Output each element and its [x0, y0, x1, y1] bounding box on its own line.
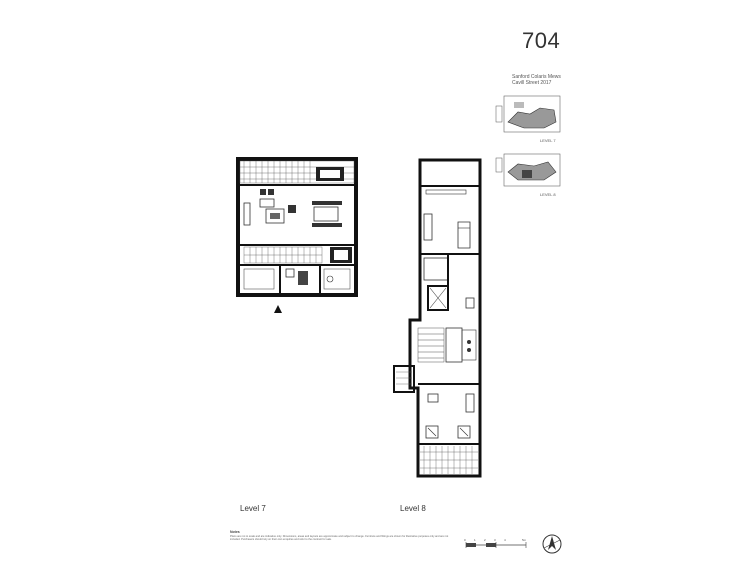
keyplan-label-8: LEVEL 8 — [540, 192, 556, 197]
keyplan-level-7 — [495, 95, 561, 133]
level-7-floor-plan — [236, 157, 358, 297]
stairs-level-8 — [417, 327, 445, 363]
scale-tick-2: 2 — [484, 538, 486, 542]
scale-tick-4: 4 — [504, 538, 506, 542]
keyplan-caption: Sanford Colaris Mews Cavill Street 2017 — [512, 74, 572, 86]
keyplan-level-8 — [495, 153, 561, 187]
disclaimer-text: Plans are not to scale and are indicativ… — [230, 535, 449, 542]
keyplan-line-2: Cavill Street 2017 — [512, 80, 552, 86]
keyplan-line-1: Sanford Colaris Mews — [512, 74, 561, 80]
scale-tick-5: 5m — [522, 538, 527, 542]
scale-tick-0: 0 — [464, 538, 466, 542]
disclaimer-heading: Notes — [230, 530, 240, 534]
keyplan-thumbnails: LEVEL 7 LEVEL 8 — [495, 95, 561, 197]
entry-triangle-icon — [274, 305, 282, 313]
level-8-label: Level 8 — [400, 504, 426, 513]
north-arrow-icon — [542, 534, 562, 554]
stair-hatch — [243, 246, 323, 264]
bottom-terrace-hatch — [420, 446, 478, 474]
level-7-label: Level 7 — [240, 504, 266, 513]
balcony-hatch — [239, 160, 355, 184]
level-8-floor-plan — [393, 158, 482, 478]
unit-number: 704 — [522, 28, 561, 53]
scale-tick-3: 3 — [494, 538, 496, 542]
scale-bar: 0 1 2 3 4 5m — [464, 538, 527, 548]
keyplan-label-7: LEVEL 7 — [540, 138, 556, 143]
scale-tick-1: 1 — [474, 538, 476, 542]
